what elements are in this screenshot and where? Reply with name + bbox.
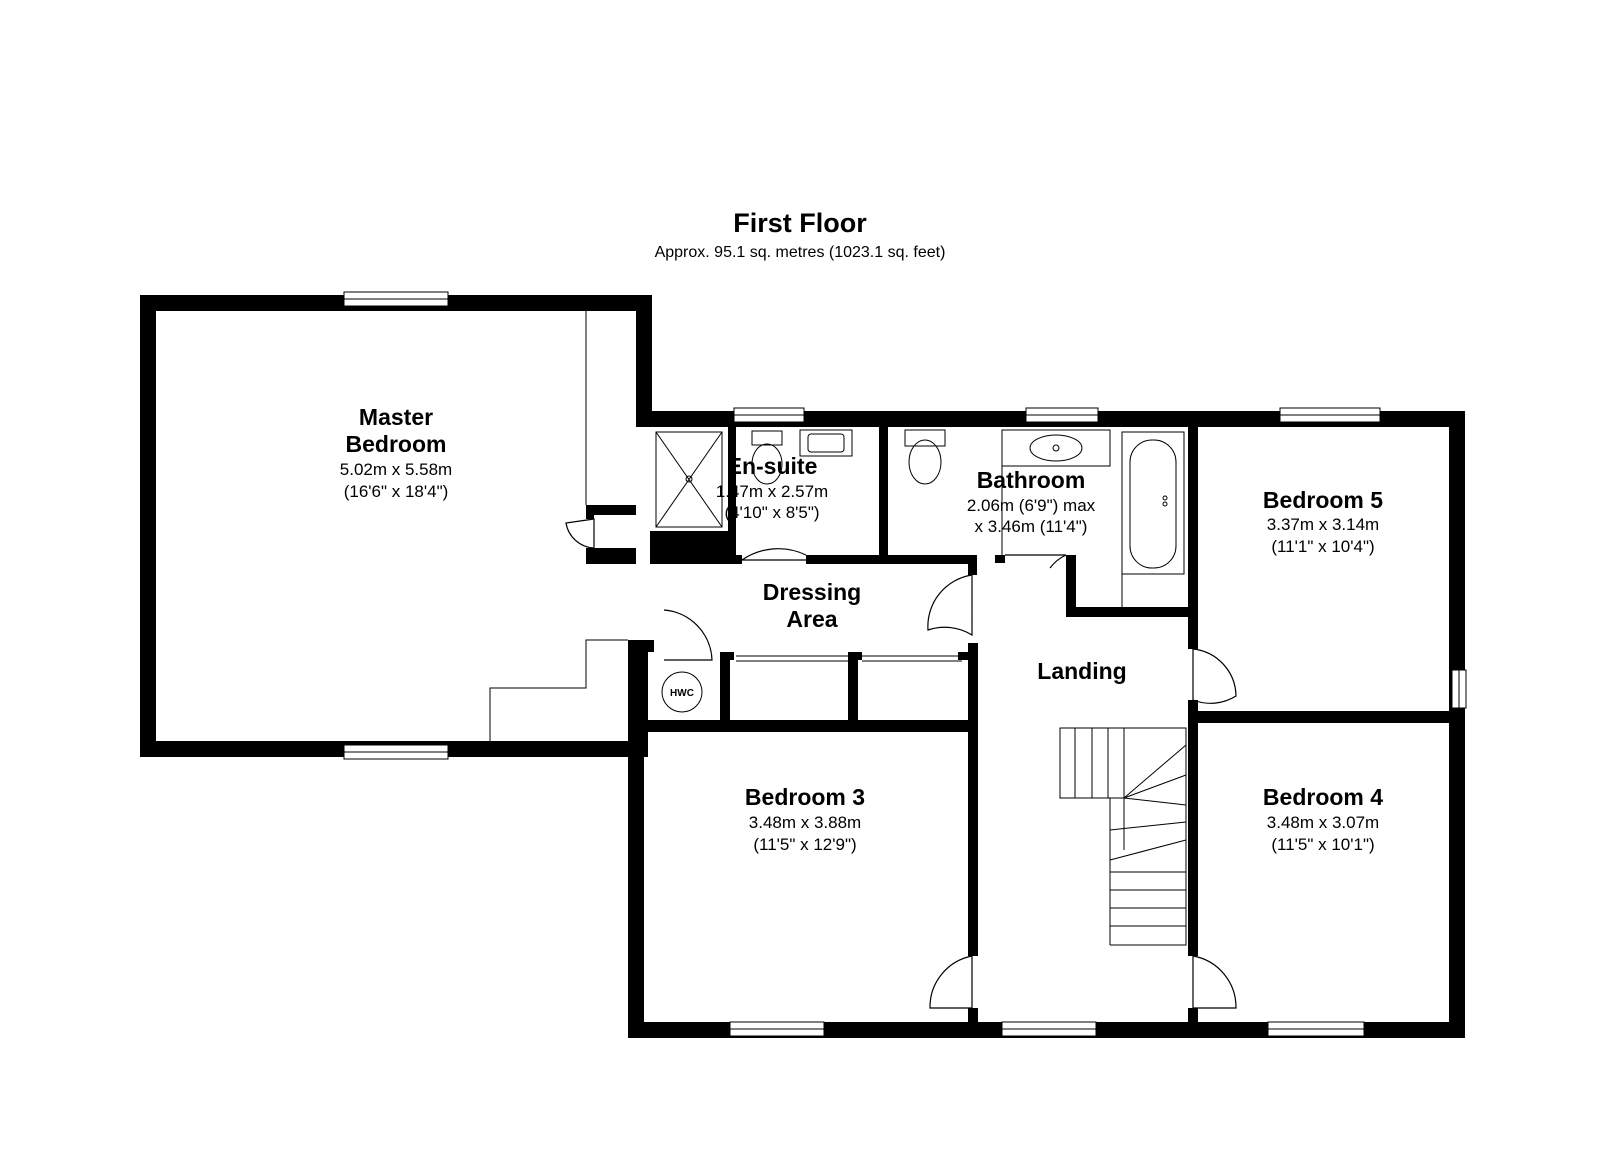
staircase (1059, 727, 1187, 946)
ensuite-basin (799, 429, 853, 457)
room-dimensions: 5.02m x 5.58m (340, 460, 452, 479)
room-ensuite: En-suite 1.47m x 2.57m (4'10" x 8'5") (716, 453, 828, 522)
window-bedroom5 (1279, 407, 1381, 423)
door-bedroom3 (929, 955, 973, 1009)
window-ensuite (733, 407, 805, 423)
window-bedroom5-side (1451, 669, 1467, 709)
room-dimensions: 3.48m x 3.88m (749, 813, 861, 832)
bathroom-wc (908, 439, 942, 485)
shower-tray (655, 431, 723, 528)
window-bathroom (1025, 407, 1099, 423)
room-bedroom-4: Bedroom 4 3.48m x 3.07m (11'5" x 10'1") (1263, 784, 1383, 854)
room-bedroom-5: Bedroom 5 3.37m x 3.14m (11'1" x 10'4") (1263, 487, 1383, 556)
door-ensuite (741, 548, 807, 561)
room-bedroom-3: Bedroom 3 3.48m x 3.88m (11'5" x 12'9") (745, 784, 865, 854)
room-name: En-suite (727, 453, 818, 479)
door-bedroom5 (1192, 648, 1237, 704)
room-dimensions-imperial: (11'5" x 12'9") (753, 835, 856, 854)
room-name: Bathroom (977, 467, 1086, 493)
room-name: Bedroom (346, 431, 447, 457)
room-name: Bedroom 3 (745, 784, 865, 810)
room-dimensions: 2.06m (6'9") max (967, 496, 1096, 515)
room-dimensions-imperial: (11'5" x 10'1") (1271, 835, 1374, 854)
hwc-label: HWC (670, 688, 694, 699)
hwc-cylinder (661, 671, 703, 713)
room-dimensions-imperial: (11'1" x 10'4") (1271, 537, 1374, 556)
bathroom-wc-cistern (904, 429, 946, 447)
door-dressing-landing (927, 574, 973, 637)
windows (343, 291, 1467, 1037)
window-master-bottom (343, 744, 449, 760)
window-bedroom3 (729, 1021, 825, 1037)
outer-walls (140, 295, 1465, 1038)
room-name: Dressing (763, 579, 861, 605)
room-name: Area (786, 606, 837, 632)
room-bathroom: Bathroom 2.06m (6'9") max x 3.46m (11'4"… (967, 467, 1096, 536)
door-master-recess (565, 518, 595, 549)
room-dimensions-imperial: (16'6" x 18'4") (344, 482, 449, 501)
window-master-top (343, 291, 449, 307)
door-bedroom4 (1192, 955, 1237, 1009)
room-dimensions-imperial: (4'10" x 8'5") (724, 503, 819, 522)
room-dimensions-2: x 3.46m (11'4") (975, 517, 1088, 536)
door-hwc (663, 609, 713, 661)
room-name: Bedroom 4 (1263, 784, 1383, 810)
room-landing: Landing (1037, 658, 1126, 684)
room-dimensions: 3.37m x 3.14m (1267, 515, 1379, 534)
window-bedroom4 (1267, 1021, 1365, 1037)
room-dressing-area: Dressing Area (763, 579, 861, 632)
doors (565, 518, 1237, 1009)
room-dimensions: 3.48m x 3.07m (1267, 813, 1379, 832)
fixtures (489, 311, 1187, 946)
bath (1121, 431, 1185, 575)
room-dimensions: 1.47m x 2.57m (716, 482, 828, 501)
bathroom-basin (1001, 429, 1111, 467)
internal-walls (586, 427, 1465, 1028)
room-name: Landing (1037, 658, 1126, 684)
room-name: Master (359, 404, 433, 430)
window-landing (1001, 1021, 1097, 1037)
room-name: Bedroom 5 (1263, 487, 1383, 513)
door-bathroom (1005, 554, 1067, 569)
plan-title: First Floor (733, 208, 867, 238)
room-master-bedroom: Master Bedroom 5.02m x 5.58m (16'6" x 18… (340, 404, 452, 501)
plan-subtitle: Approx. 95.1 sq. metres (1023.1 sq. feet… (655, 244, 946, 261)
ensuite-wc (751, 443, 783, 485)
